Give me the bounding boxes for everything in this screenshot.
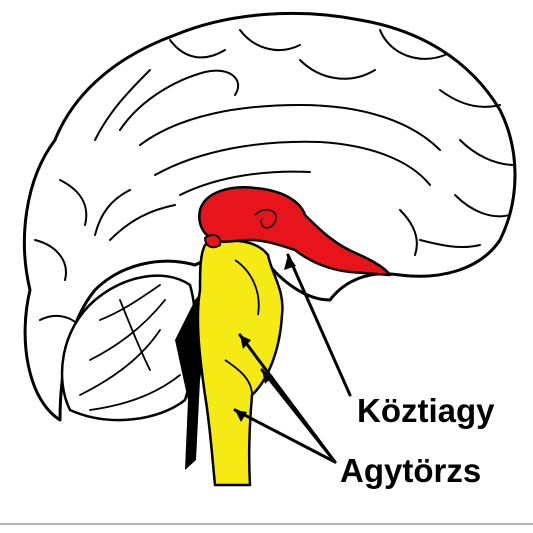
- brainstem-region: [198, 241, 283, 485]
- pointer-agytorzs-2: [262, 370, 335, 462]
- label-agytorzs: Agytörzs: [340, 452, 481, 489]
- label-koztiagy: Köztiagy: [357, 392, 495, 429]
